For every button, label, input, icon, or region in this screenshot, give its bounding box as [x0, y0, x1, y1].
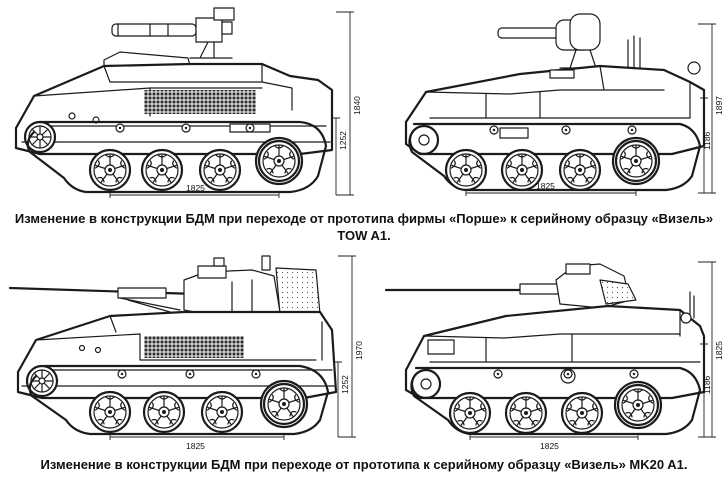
- tow-launcher-1: [104, 8, 234, 66]
- caption-bottom: Изменение в конструкции БДМ при переходе…: [40, 457, 688, 472]
- drawing-prototype-tow: 1825 1840 1252: [16, 8, 362, 198]
- dimension-lines-3: 1825 1970 1252: [110, 256, 364, 451]
- height-label-3: 1970: [354, 341, 364, 360]
- hull-height-label-1: 1252: [338, 131, 348, 150]
- hull-4: [406, 306, 704, 398]
- hull-2: [406, 66, 704, 154]
- caption-top: Изменение в конструкции БДМ при переходе…: [14, 211, 714, 243]
- wheelbase-label-1: 1825: [186, 183, 205, 193]
- tow-launcher-2: [498, 14, 640, 78]
- engine-grille-1: [144, 90, 256, 114]
- dimension-lines-1: 1825 1840 1252: [110, 12, 362, 198]
- dimension-lines-4: 1825 1825 1186: [470, 262, 724, 451]
- wheelbase-label-3: 1825: [186, 441, 205, 451]
- height-label-4: 1825: [714, 341, 724, 360]
- hull-height-label-4: 1186: [702, 375, 712, 394]
- height-label-1: 1840: [352, 96, 362, 115]
- drawing-serial-mk20: 1825 1825 1186: [386, 262, 724, 451]
- cannon-turret-3: [10, 256, 320, 318]
- height-label-2: 1897: [714, 96, 724, 115]
- dimension-lines-2: 1825 1897 1186: [466, 24, 724, 196]
- hull-height-label-2: 1186: [702, 131, 712, 150]
- cannon-turret-4: [386, 264, 694, 318]
- engine-grille-3: [144, 336, 244, 358]
- drawing-prototype-mk20: 1825 1970 1252: [10, 256, 364, 451]
- drawing-serial-tow: 1825 1897 1186: [406, 14, 724, 196]
- wheelbase-label-4: 1825: [540, 441, 559, 451]
- hull-height-label-3: 1252: [340, 375, 350, 394]
- wheelbase-label-2: 1825: [536, 181, 555, 191]
